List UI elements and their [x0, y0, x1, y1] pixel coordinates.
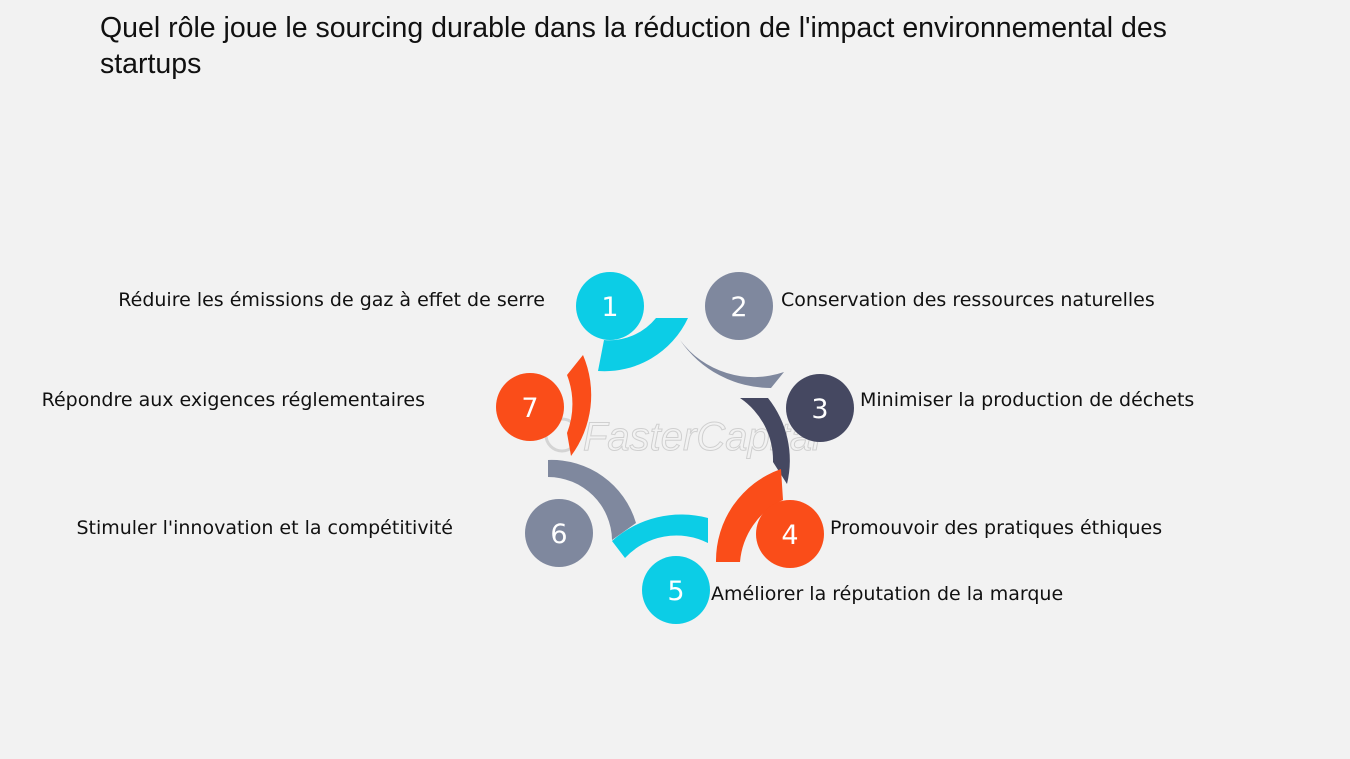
- arc-segment-1: [598, 318, 688, 372]
- arc-segment-7: [567, 355, 592, 456]
- step-number-6: 6: [550, 519, 567, 550]
- item-label-5: Améliorer la réputation de la marque: [711, 583, 1063, 605]
- item-label-1: Réduire les émissions de gaz à effet de …: [118, 289, 545, 311]
- arc-segment-5: [612, 514, 708, 558]
- step-5: 5: [642, 556, 710, 624]
- step-number-3: 3: [811, 394, 828, 425]
- arc-segment-6: [548, 459, 636, 540]
- step-number-5: 5: [667, 576, 684, 607]
- item-label-7: Répondre aux exigences réglementaires: [42, 389, 425, 411]
- step-6: 6: [525, 499, 593, 567]
- step-7: 7: [496, 373, 564, 441]
- step-2: 2: [705, 272, 773, 340]
- step-number-1: 1: [601, 292, 618, 323]
- step-circle-5: [642, 556, 710, 624]
- step-number-4: 4: [781, 520, 798, 551]
- step-1: 1: [576, 272, 644, 340]
- step-4: 4: [756, 500, 824, 568]
- page-title: Quel rôle joue le sourcing durable dans …: [100, 12, 1167, 80]
- step-circle-2: [705, 272, 773, 340]
- step-circle-4: [756, 500, 824, 568]
- arc-segment-4: [715, 469, 783, 562]
- step-circle-1: [576, 272, 644, 340]
- step-3: 3: [786, 374, 854, 442]
- item-label-4: Promouvoir des pratiques éthiques: [830, 517, 1162, 539]
- step-number-7: 7: [521, 393, 538, 424]
- step-circle-3: [786, 374, 854, 442]
- item-label-3: Minimiser la production de déchets: [860, 389, 1194, 411]
- item-label-2: Conservation des ressources naturelles: [781, 289, 1155, 311]
- step-circle-6: [525, 499, 593, 567]
- arc-segment-2: [680, 340, 784, 389]
- item-label-6: Stimuler l'innovation et la compétitivit…: [76, 517, 453, 539]
- step-circle-7: [496, 373, 564, 441]
- arc-segment-3: [740, 398, 790, 484]
- step-number-2: 2: [730, 292, 747, 323]
